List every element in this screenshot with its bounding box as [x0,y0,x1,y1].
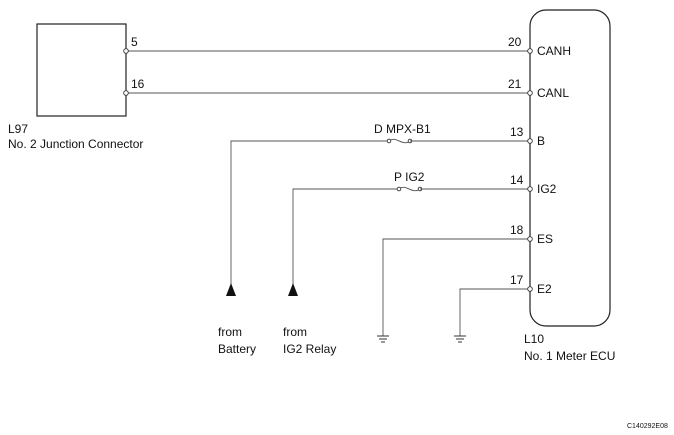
ecu-pin-21-terminal [527,90,533,96]
meter-ecu-box [529,9,611,327]
fuse-d-mpx-b1-label: D MPX-B1 [374,122,431,136]
ecu-pin-20-terminal [527,48,533,54]
battery-wire [230,140,389,290]
ecu-pin-18-terminal [527,236,533,242]
figure-code: C140292E08 [627,423,668,430]
ecu-pin-17-number: 17 [510,273,524,287]
ecu-pin-21-signal: CANL [537,86,569,100]
ecu-pin-14-number: 14 [510,173,524,187]
junction-pin-16-terminal [123,90,129,96]
es-ground-symbol [377,335,389,343]
meter-ecu-id: L10 [524,332,544,346]
ecu-pin-17-terminal [527,286,533,292]
junction-pin-16-label: 16 [131,77,145,91]
ig2-relay-wire [292,188,399,290]
ecu-pin-18-number: 18 [510,223,524,237]
ecu-pin-20-signal: CANH [537,44,571,58]
ig2-relay-arrow [288,283,298,296]
ecu-pin-14-terminal [527,186,533,192]
junction-connector-name: No. 2 Junction Connector [8,137,143,151]
junction-pin-5-terminal [123,48,129,54]
fuse-d-mpx-b1-symbol [388,138,411,144]
fuse-p-ig2-label: P IG2 [394,170,425,184]
junction-connector-id: L97 [8,122,28,136]
fuse-p-ig2-left-terminal [396,186,402,192]
fuse-d-mpx-b1-left-terminal [386,138,392,144]
battery-source-line1: from [218,325,242,339]
e2-ground-wire [459,288,530,336]
ecu-pin-14-signal: IG2 [537,182,557,196]
ecu-pin-18-signal: ES [537,232,553,246]
battery-arrow [226,283,236,296]
ecu-pin-13-terminal [527,138,533,144]
e2-ground-symbol [454,335,466,343]
es-ground-wire [382,238,530,336]
junction-pin-5-label: 5 [131,35,138,49]
ecu-pin-17-signal: E2 [537,282,552,296]
ecu-pin-13-number: 13 [510,125,524,139]
meter-ecu-name: No. 1 Meter ECU [524,349,615,363]
ecu-pin-13-signal: B [537,134,545,148]
battery-source-line2: Battery [218,342,256,356]
ig2-relay-source-line1: from [283,325,307,339]
junction-connector-box [36,23,127,117]
ig2-relay-source-line2: IG2 Relay [283,342,336,356]
ecu-pin-21-number: 21 [508,77,522,91]
ecu-pin-20-number: 20 [508,35,522,49]
fuse-p-ig2-symbol [398,186,421,192]
